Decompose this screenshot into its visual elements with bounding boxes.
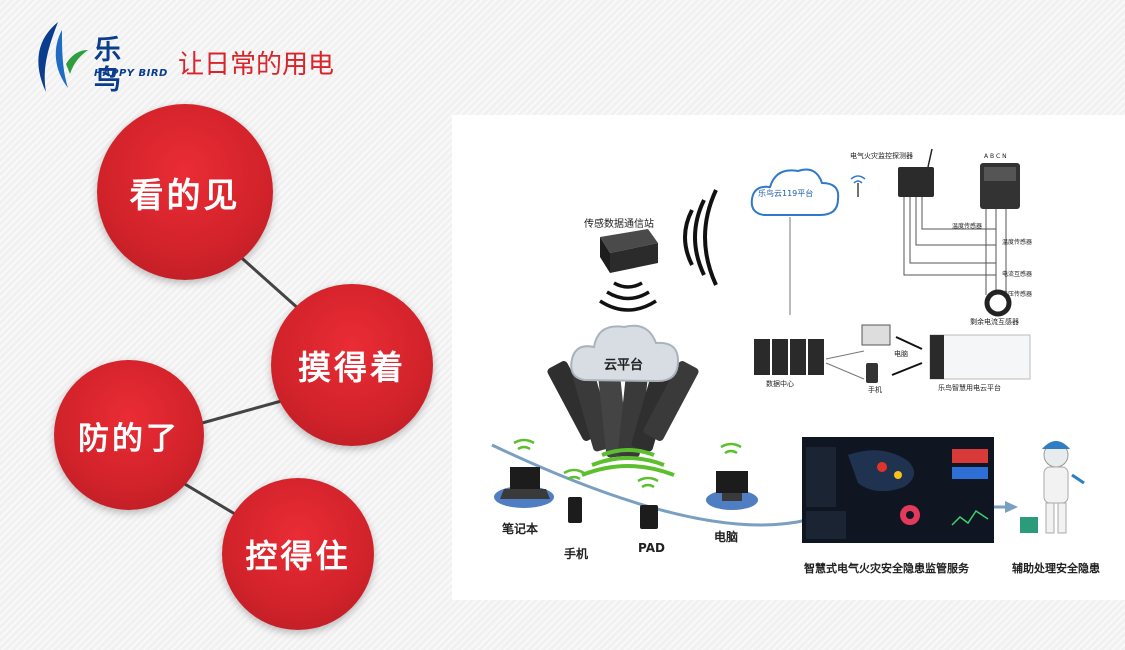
cloud-119-icon (750, 168, 840, 216)
laptop-icon (494, 467, 554, 508)
cloud-signal-icon (581, 448, 675, 477)
mobile-phone-icon (866, 363, 878, 383)
sensor-label-2: 温度传感器 (1002, 239, 1033, 246)
system-diagram-panel: 传感数据通信站 云平台 笔记本 手机 PAD 电脑 智慧式电气火灾安全隐患监管服… (452, 115, 1125, 600)
device-label-laptop: 笔记本 (502, 522, 539, 536)
residual-label: 剩余电流互感器 (970, 318, 1019, 326)
gateway-label: 传感数据通信站 (584, 219, 654, 230)
cloud-server-cluster-icon (547, 361, 699, 458)
sensor-label-1: 温度传感器 (952, 223, 983, 230)
brand-name-en: HAPPY BIRD (94, 68, 168, 79)
flow-arrow (491, 443, 808, 527)
phone-icon (568, 497, 582, 523)
phone-label: 手机 (868, 386, 882, 394)
service-label: 智慧式电气火灾安全隐患监管服务 (804, 562, 969, 575)
cloud-platform-screen (929, 334, 1031, 380)
device-label-pad: PAD (638, 541, 665, 555)
inset-topology-diagram: 乐鸟云119平台 电气火灾监控探测器 A B C N 温度传感器 温度传感器 电… (746, 145, 1038, 394)
circle-tangible: 摸得着 (271, 284, 433, 446)
device-label-phone: 手机 (564, 547, 589, 561)
maintenance-worker-icon (1020, 441, 1085, 534)
circle-label: 防的了 (78, 420, 180, 457)
phase-label: A B C N (984, 153, 1007, 160)
detector-device-icon (898, 167, 934, 197)
sensor-label-4: 电压传感器 (1002, 291, 1033, 298)
platform-label: 乐鸟智慧用电云平台 (938, 384, 1001, 392)
pad-icon (640, 505, 658, 529)
circle-preventable: 防的了 (54, 360, 204, 510)
device-wifi-icon (513, 438, 742, 489)
gateway-signal-icon (599, 281, 657, 312)
datacenter-server-icon (754, 339, 824, 375)
cloud-platform-label: 云平台 (604, 358, 644, 373)
slogan: 让日常的用电 (178, 50, 335, 80)
datacenter-label: 数据中心 (766, 380, 794, 388)
circle-label: 控得住 (245, 537, 351, 575)
desktop-computer-icon (706, 471, 758, 510)
monitoring-dashboard-screen (802, 437, 994, 543)
pc-monitor-icon (861, 324, 891, 346)
wireless-signal-icon (683, 189, 718, 286)
circle-visible: 看的见 (97, 104, 273, 280)
gateway-device-icon (600, 229, 658, 273)
device-label-computer: 电脑 (714, 530, 739, 544)
sensor-label-3: 电流互感器 (1002, 271, 1033, 278)
wifi-antenna-icon (850, 175, 866, 197)
pc-label: 电脑 (894, 350, 908, 358)
residual-current-transformer-icon (984, 289, 1012, 317)
system-diagram-graphics (491, 189, 1085, 543)
circle-controllable: 控得住 (222, 478, 374, 630)
detector-label: 电气火灾监控探测器 (850, 152, 913, 160)
assist-label: 辅助处理安全隐患 (1012, 562, 1100, 575)
circle-label: 看的见 (129, 175, 241, 216)
brand-name-cn: 乐鸟 (94, 35, 123, 96)
cloud-119-label: 乐鸟云119平台 (758, 189, 814, 198)
cloud-platform-icon (570, 324, 680, 383)
happy-bird-logo-icon (38, 22, 88, 92)
circle-label: 摸得着 (298, 348, 406, 387)
